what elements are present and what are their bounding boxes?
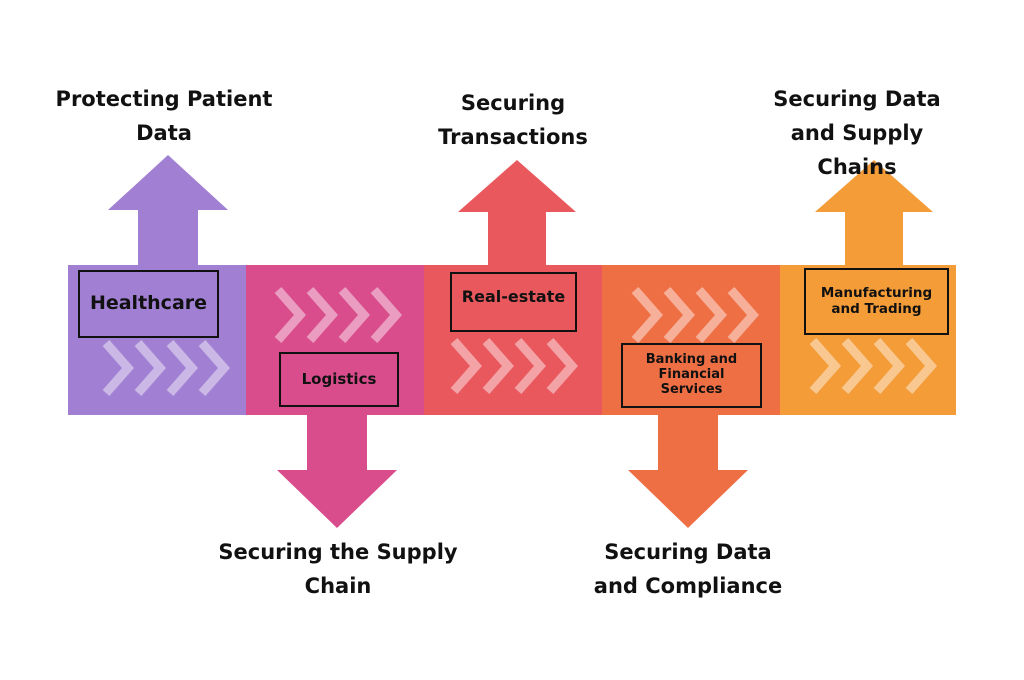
caption-healthcare: Protecting Patient Data [55, 87, 273, 145]
segment-manufacturing: Manufacturing and Trading [780, 265, 956, 415]
caption-logistics: Securing the Supply Chain [218, 540, 458, 598]
caption-manufacturing: Securing Data and Supply Chains [773, 87, 941, 179]
chevrons-icon [450, 338, 578, 394]
segment-banking: Banking and Financial Services [602, 265, 780, 415]
label-logistics: Logistics [279, 352, 399, 407]
label-healthcare: Healthcare [78, 270, 219, 338]
chevrons-icon [631, 287, 759, 343]
logistics-down-arrow [277, 410, 397, 528]
chevrons-icon [102, 340, 230, 396]
label-manufacturing: Manufacturing and Trading [804, 268, 949, 335]
caption-real-estate: Securing Transactions [438, 91, 588, 149]
chevrons-icon [809, 338, 937, 394]
label-banking: Banking and Financial Services [621, 343, 762, 408]
caption-banking: Securing Data and Compliance [593, 540, 783, 598]
banking-down-arrow [628, 410, 748, 528]
real-estate-up-arrow [458, 160, 576, 270]
chevrons-icon [274, 287, 402, 343]
segment-logistics: Logistics [246, 265, 424, 415]
segment-healthcare: Healthcare [68, 265, 246, 415]
manufacturing-up-arrow [815, 160, 933, 270]
segment-real-estate: Real-estate [424, 265, 602, 415]
label-real-estate: Real-estate [450, 272, 577, 332]
healthcare-up-arrow [108, 155, 228, 270]
